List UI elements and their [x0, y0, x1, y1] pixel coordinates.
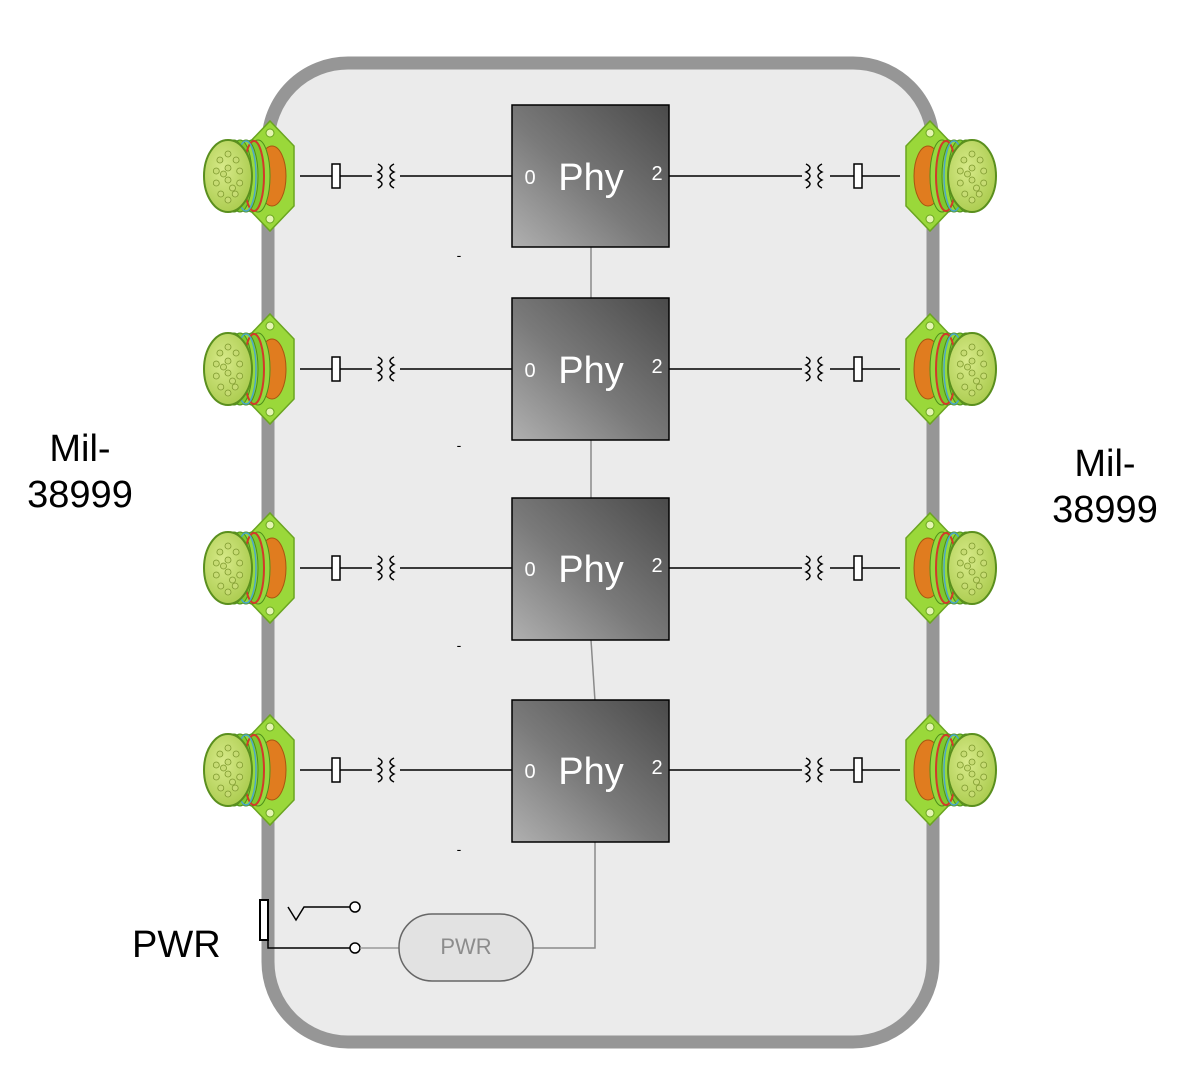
right-capacitor-icon [853, 163, 863, 189]
right-capacitor-icon [853, 356, 863, 382]
left-capacitor-icon [331, 163, 341, 189]
block-mark: - [457, 437, 462, 453]
right-transformer-icon [804, 356, 824, 382]
left-transformer-icon [376, 757, 396, 783]
phy-port-left-label: 0 [524, 559, 535, 581]
left-mil-connector-icon [203, 713, 295, 827]
phy-block: Phy 0 2 [511, 699, 670, 843]
left-capacitor-icon [331, 356, 341, 382]
power-label: PWR [132, 924, 221, 966]
left-connector-label: Mil- 38999 [0, 426, 170, 518]
phy-block-label: Phy [558, 157, 623, 199]
right-capacitor-icon [853, 555, 863, 581]
phy-port-left-label: 0 [524, 761, 535, 783]
block-mark: - [457, 841, 462, 857]
left-mil-connector-icon [203, 511, 295, 625]
channel-row: Phy 0 2 - [203, 104, 997, 263]
phy-block-label: Phy [558, 549, 623, 591]
left-connector-label-line2: 38999 [27, 474, 133, 516]
block-mark: - [457, 247, 462, 263]
channel-row: Phy 0 2 - [203, 497, 997, 653]
left-connector-label-line1: Mil- [49, 428, 111, 470]
power-block [398, 913, 534, 982]
right-mil-connector-icon [905, 312, 997, 426]
phy-port-right-label: 2 [651, 555, 662, 577]
channel-row: Phy 0 2 - [203, 699, 997, 857]
right-capacitor-icon [853, 757, 863, 783]
right-connector-label: Mil- 38999 [1015, 441, 1195, 533]
right-mil-connector-icon [905, 119, 997, 233]
switch-contact-icon [287, 906, 350, 922]
right-connector-label-line1: Mil- [1074, 443, 1136, 485]
right-mil-connector-icon [905, 713, 997, 827]
left-transformer-icon [376, 163, 396, 189]
phy-block: Phy 0 2 [511, 297, 670, 441]
phy-port-left-label: 0 [524, 360, 535, 382]
right-transformer-icon [804, 757, 824, 783]
left-capacitor-icon [331, 555, 341, 581]
phy-block-label: Phy [558, 751, 623, 793]
power-block-label: PWR [440, 934, 491, 959]
left-transformer-icon [376, 356, 396, 382]
left-mil-connector-icon [203, 312, 295, 426]
phy-block-label: Phy [558, 350, 623, 392]
power-jack [259, 899, 269, 941]
right-transformer-icon [804, 163, 824, 189]
phy-block: Phy 0 2 [511, 497, 670, 641]
block-mark: - [457, 637, 462, 653]
phy-port-right-label: 2 [651, 163, 662, 185]
phy-port-right-label: 2 [651, 356, 662, 378]
phy-block: Phy 0 2 [511, 104, 670, 248]
power-switch [259, 899, 400, 954]
phy-interconnects [532, 247, 596, 949]
right-connector-label-line2: 38999 [1052, 489, 1158, 531]
phy-port-right-label: 2 [651, 757, 662, 779]
phy-port-left-label: 0 [524, 167, 535, 189]
right-transformer-icon [804, 555, 824, 581]
channel-row: Phy 0 2 - [203, 297, 997, 453]
left-mil-connector-icon [203, 119, 295, 233]
left-capacitor-icon [331, 757, 341, 783]
left-transformer-icon [376, 555, 396, 581]
right-mil-connector-icon [905, 511, 997, 625]
